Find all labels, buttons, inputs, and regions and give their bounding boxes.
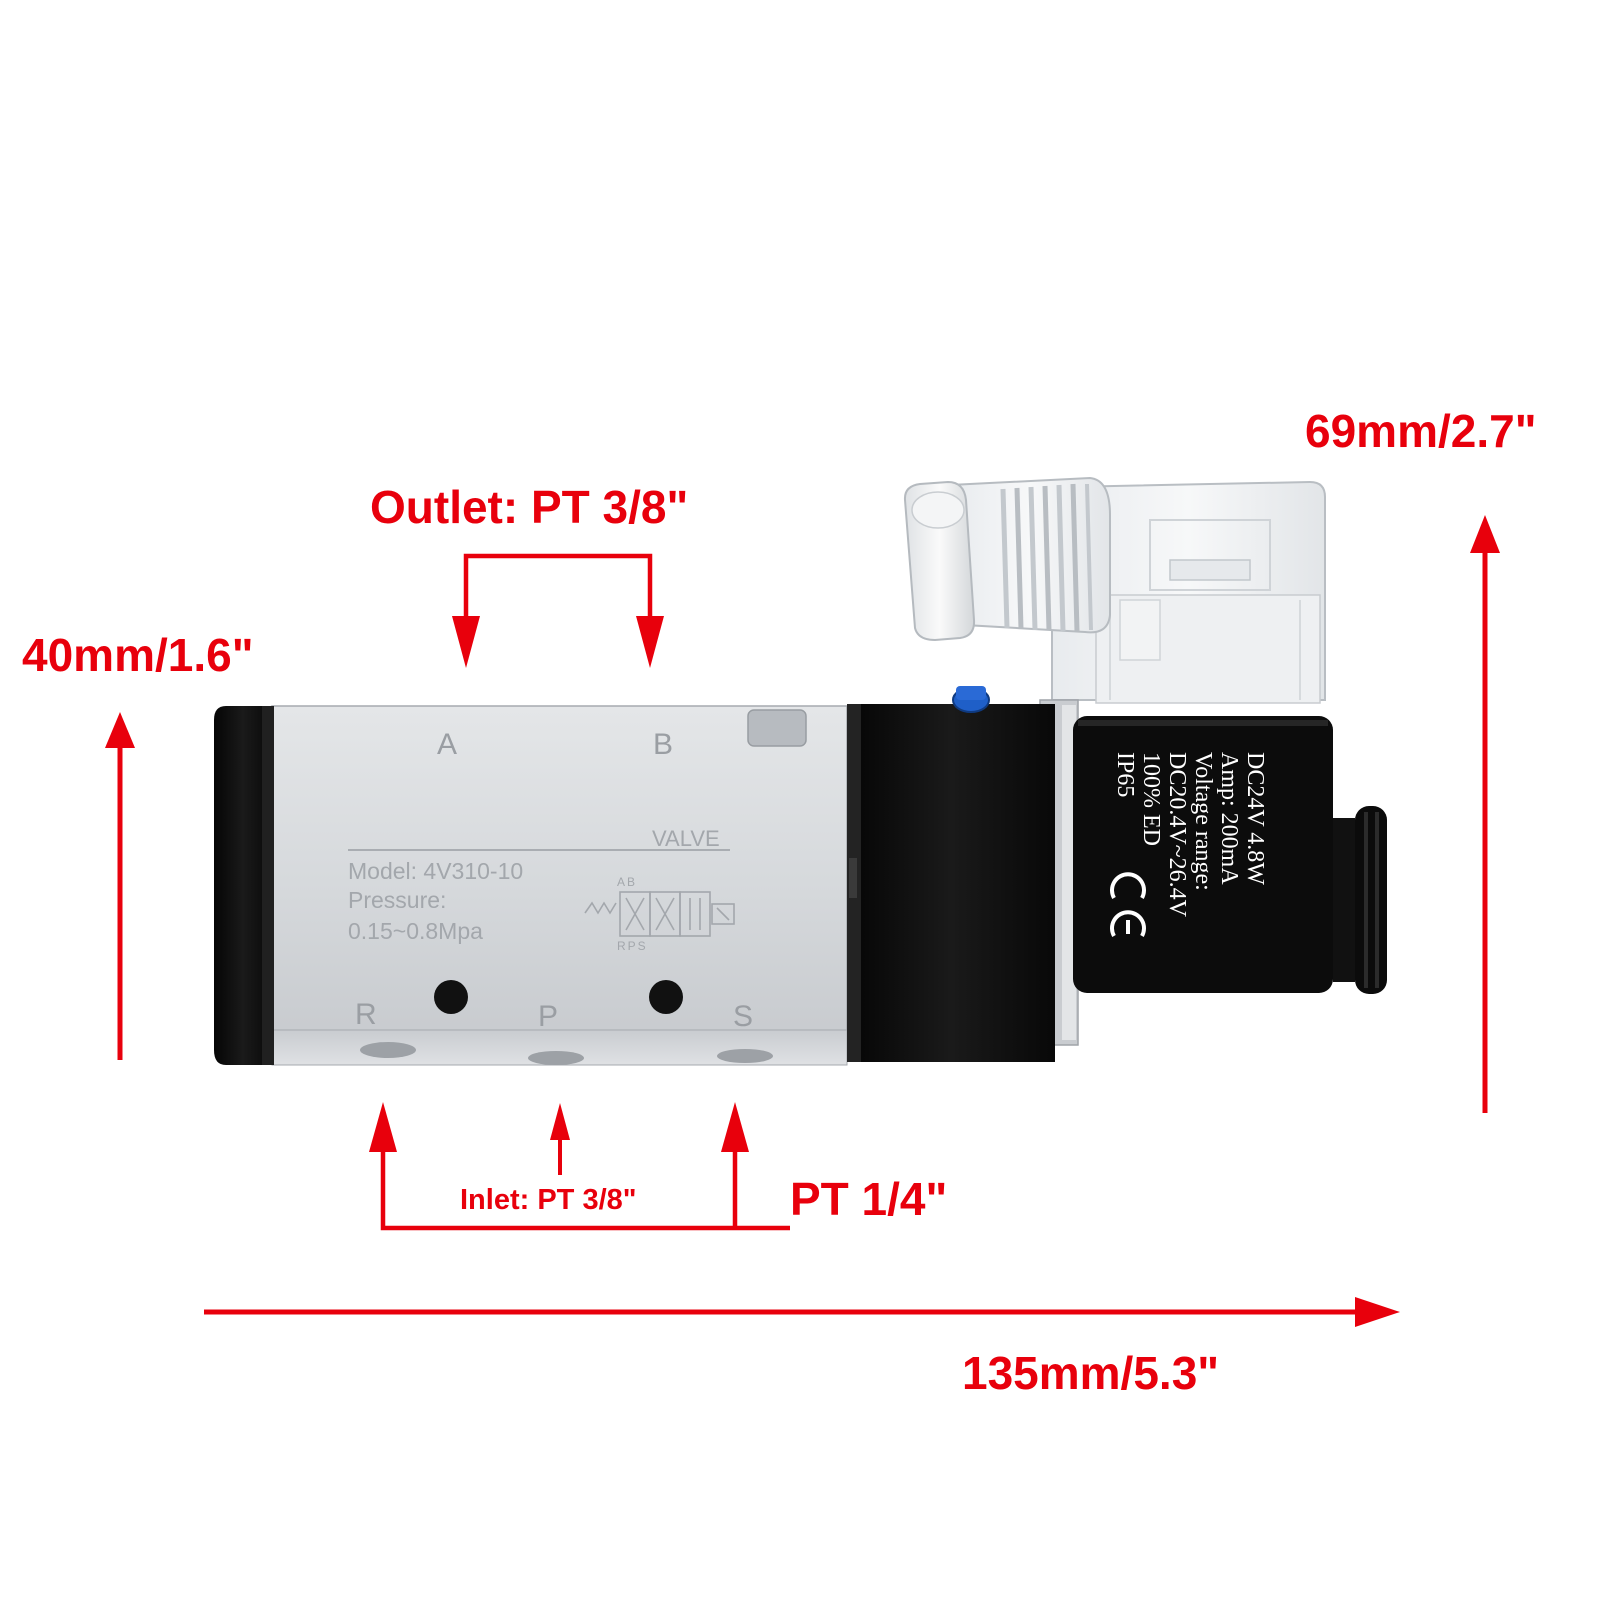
port-label-a: A <box>437 728 458 761</box>
end-cap-left <box>214 706 274 1065</box>
coil-label-line: 100% ED <box>1138 752 1164 846</box>
cable-gland <box>903 476 1111 642</box>
valve-pressure-label: Pressure: <box>348 887 447 913</box>
valve-brand-text: VALVE <box>652 826 720 851</box>
coil-label-line: DC24V 4.8W <box>1242 752 1268 885</box>
coil-label: DC24V 4.8W Amp: 200mA Voltage range: DC2… <box>1111 752 1268 972</box>
outlet-label: Outlet: PT 3/8" <box>370 481 689 533</box>
height-total-label: 69mm/2.7" <box>1305 405 1537 457</box>
port-label-r: R <box>355 998 377 1031</box>
coil-label-line: Voltage range: <box>1190 752 1216 891</box>
din-connector <box>903 476 1326 704</box>
symbol-port-bottom: RPS <box>617 939 648 953</box>
valve-symbol <box>584 891 735 937</box>
port-label-s: S <box>733 1000 754 1033</box>
height-main-label: 40mm/1.6" <box>22 629 254 681</box>
length-label: 135mm/5.3" <box>962 1347 1220 1399</box>
port-label-p: P <box>538 1000 559 1033</box>
valve-model-text: Model: 4V310-10 <box>348 858 524 884</box>
ce-mark <box>1110 872 1146 937</box>
dimension-arrows <box>105 515 1500 1327</box>
exhaust-label: PT 1/4" <box>790 1173 948 1225</box>
port-label-b: B <box>653 728 674 761</box>
valve-pressure-value: 0.15~0.8Mpa <box>348 918 483 944</box>
coil-plug <box>1333 806 1387 994</box>
coil-label-line: Amp: 200mA <box>1216 752 1242 885</box>
mounting-hole-left <box>434 980 468 1014</box>
mounting-hole-right <box>649 980 683 1014</box>
coil-label-line: DC20.4V~26.4V <box>1164 752 1190 917</box>
inlet-label: Inlet: PT 3/8" <box>460 1184 637 1216</box>
symbol-port-top: AB <box>617 875 638 889</box>
solenoid-coil <box>1073 716 1333 993</box>
pilot-section <box>847 686 1055 1062</box>
coil-label-line: IP65 <box>1112 752 1138 798</box>
